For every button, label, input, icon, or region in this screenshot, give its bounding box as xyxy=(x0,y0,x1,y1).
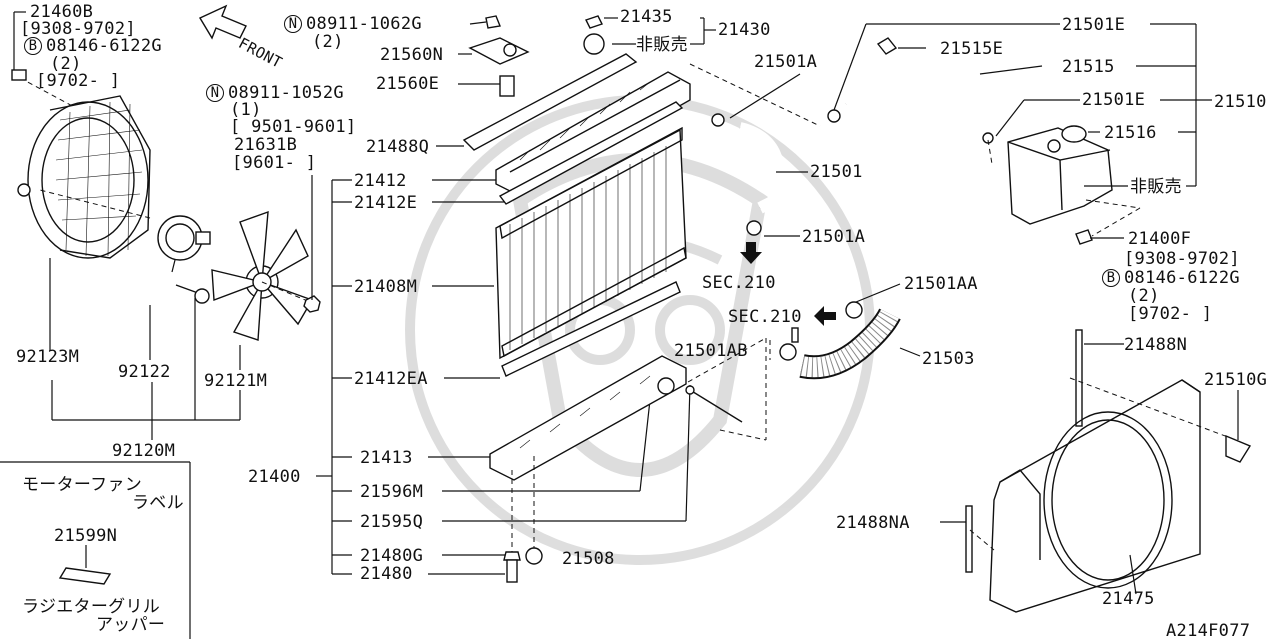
label-21501AA: 21501AA xyxy=(904,274,978,294)
label-21501A-top: 21501A xyxy=(754,52,818,72)
mark-b-icon: B xyxy=(24,37,42,55)
upper-seal xyxy=(462,53,638,151)
label-range-9702: [9702- ] xyxy=(36,71,121,91)
label-radiator-grille: ラジエターグリル xyxy=(22,597,161,617)
label-21435: 21435 xyxy=(620,7,673,27)
radiator-core xyxy=(495,126,687,360)
label-21560E: 21560E xyxy=(376,74,440,94)
label-sec210-a: SEC.210 xyxy=(702,273,776,293)
label-sec210-b: SEC.210 xyxy=(728,307,802,327)
label-08911-1062G: 08911-1062G xyxy=(306,14,422,34)
label-21400F: 21400F xyxy=(1128,229,1192,249)
label-21480G: 21480G xyxy=(360,546,424,566)
label-21503: 21503 xyxy=(922,349,975,369)
label-21412: 21412 xyxy=(354,171,407,191)
label-qty-2b: (2) xyxy=(312,32,344,52)
label-21480: 21480 xyxy=(360,564,413,584)
upper-tank xyxy=(495,71,691,197)
label-21501AB: 21501AB xyxy=(674,341,748,361)
label-92123M: 92123M xyxy=(16,347,80,367)
label-08911-1052G: 08911-1052G xyxy=(228,83,344,103)
label-21400: 21400 xyxy=(248,467,301,487)
label-21631B: 21631B xyxy=(234,135,298,155)
diagram-id: A214F077 xyxy=(1166,621,1251,639)
label-21501E-mid: 21501E xyxy=(1082,90,1146,110)
arrow-left-icon xyxy=(814,306,836,326)
label-range-9601: [9601- ] xyxy=(232,153,317,173)
label-sticker-icon xyxy=(58,567,112,585)
label-21510G: 21510G xyxy=(1204,370,1268,390)
label-21560N: 21560N xyxy=(380,45,444,65)
label-21408M: 21408M xyxy=(354,277,418,297)
label-21515: 21515 xyxy=(1062,57,1115,77)
label-range-9702-b: [9702- ] xyxy=(1128,304,1213,324)
label-qty-2: (2) xyxy=(50,54,82,74)
label-21510: 21510 xyxy=(1214,92,1267,112)
label-radiator-grille-upper: アッパー xyxy=(96,615,166,635)
label-range-9308-9702-b: [9308-9702] xyxy=(1124,249,1240,269)
label-motor-fan-label: ラベル xyxy=(132,493,184,513)
label-motor-fan: モーターファン xyxy=(22,475,143,495)
label-21460B: 21460B xyxy=(30,2,94,22)
label-21488Q: 21488Q xyxy=(366,137,430,157)
label-08146-6122G: 08146-6122G xyxy=(46,36,162,56)
label-not-for-sale-1: 非販売 xyxy=(636,35,688,55)
label-21475: 21475 xyxy=(1102,589,1155,609)
label-21501: 21501 xyxy=(810,162,863,182)
fan-shroud-right xyxy=(989,379,1201,613)
label-21430: 21430 xyxy=(718,20,771,40)
label-21412EA: 21412EA xyxy=(354,369,428,389)
mark-n2-icon: N xyxy=(206,84,224,102)
label-21488N: 21488N xyxy=(1124,335,1188,355)
label-08146-6122G-b: 08146-6122G xyxy=(1124,268,1240,288)
label-qty-1: (1) xyxy=(230,100,262,120)
mark-n-icon: N xyxy=(284,15,302,33)
label-21508: 21508 xyxy=(562,549,615,569)
label-92121M: 92121M xyxy=(204,371,268,391)
label-not-for-sale-2: 非販売 xyxy=(1130,177,1182,197)
label-21412E: 21412E xyxy=(354,193,418,213)
label-21599N: 21599N xyxy=(54,526,118,546)
label-21595Q: 21595Q xyxy=(360,512,424,532)
label-21596M: 21596M xyxy=(360,482,424,502)
label-21515E: 21515E xyxy=(940,39,1004,59)
lower-tank xyxy=(489,355,687,481)
label-range-9308-9702: [9308-9702] xyxy=(20,19,136,39)
mark-b2-icon: B xyxy=(1102,269,1120,287)
fan-motor xyxy=(39,189,211,273)
fan-blade xyxy=(211,210,321,341)
label-21413: 21413 xyxy=(360,448,413,468)
reservoir-tank xyxy=(1007,125,1113,225)
label-21516: 21516 xyxy=(1104,123,1157,143)
label-qty-2c: (2) xyxy=(1128,286,1160,306)
label-range-9501-9601: [ 9501-9601] xyxy=(230,117,357,137)
front-arrow-icon xyxy=(198,4,247,40)
fan-shroud-left xyxy=(11,69,151,259)
label-21501A-mid: 21501A xyxy=(802,227,866,247)
label-92120M: 92120M xyxy=(112,441,176,461)
label-21501E-top: 21501E xyxy=(1062,15,1126,35)
label-92122: 92122 xyxy=(118,362,171,382)
label-21488NA: 21488NA xyxy=(836,513,910,533)
